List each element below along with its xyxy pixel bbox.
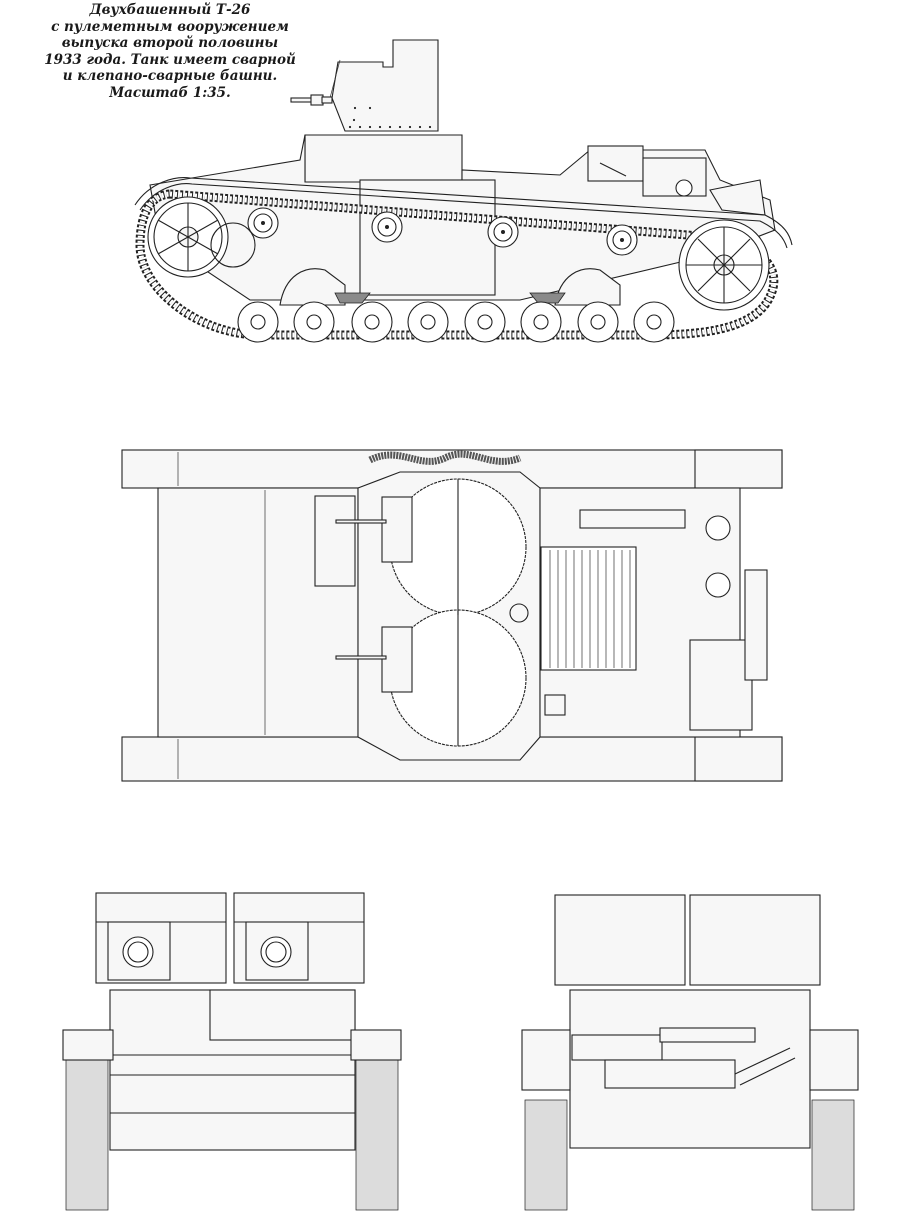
rear-exhaust-muffler	[604, 1059, 736, 1089]
rear-track-right	[811, 1099, 855, 1211]
top-view-drawing	[121, 449, 783, 782]
rear-turret-left	[554, 894, 686, 986]
front-track-right	[355, 1059, 399, 1211]
caption-line-3: выпуска второй половины	[61, 35, 279, 51]
side-view-drawing	[134, 39, 793, 343]
side-suspension-bogies	[237, 268, 675, 343]
top-radiator-grille	[540, 546, 637, 671]
front-track-left	[65, 1059, 109, 1211]
caption-line-6: Масштаб 1:35.	[109, 84, 231, 101]
caption-line-2: с пулеметным вооружением	[51, 18, 289, 35]
top-tow-cable	[368, 450, 522, 465]
rear-turret-right	[689, 894, 821, 986]
top-turrets	[335, 478, 529, 747]
caption-line-1: Двухбашенный Т-26	[89, 2, 251, 18]
rear-track-left	[524, 1099, 568, 1211]
caption-line-5: и клепано-сварные башни.	[62, 68, 278, 84]
plate-caption: Двухбашенный Т-26 с пулеметным вооружени…	[10, 2, 330, 101]
side-return-rollers	[247, 207, 638, 256]
side-idler-wheel	[678, 219, 770, 311]
side-fender	[134, 177, 793, 246]
side-drive-sprocket	[147, 196, 256, 278]
caption-line-4: 1933 года. Танк имеет сварной	[44, 51, 296, 68]
side-turret	[331, 39, 439, 132]
